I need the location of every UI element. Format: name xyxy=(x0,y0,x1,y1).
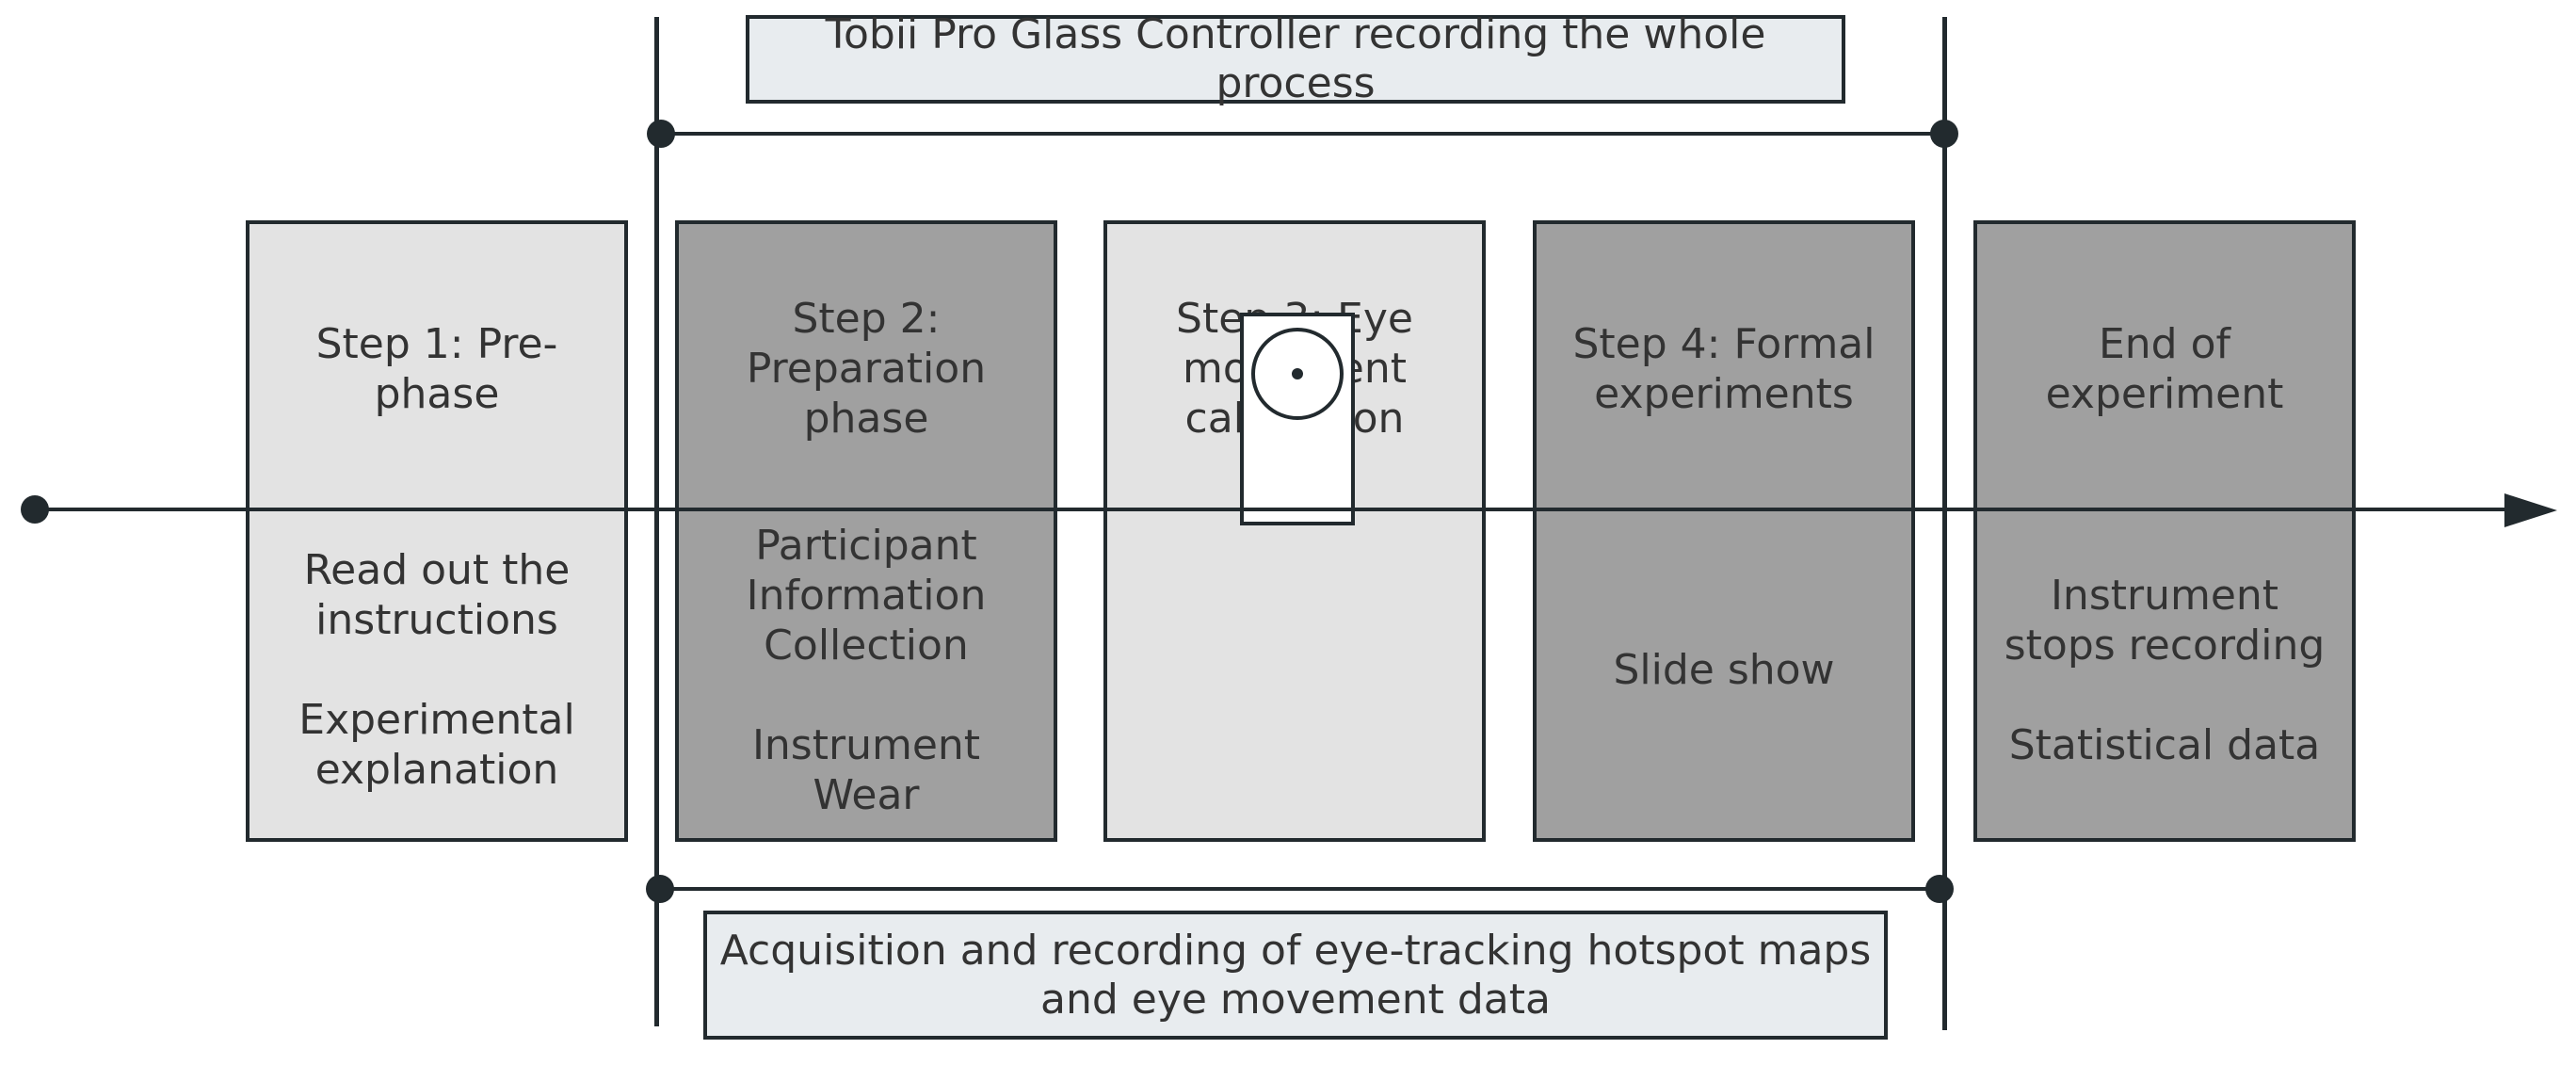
timeline-arrow-head-icon xyxy=(2504,493,2557,527)
step-title: Step 4: Formal experiments xyxy=(1572,319,1876,418)
step-detail: Participant Information Collection Instr… xyxy=(746,521,987,819)
bottom-bracket-start-dot xyxy=(646,875,674,903)
timeline-line xyxy=(34,508,2510,511)
acquisition-banner-label: Acquisition and recording of eye-trackin… xyxy=(719,926,1872,1024)
step-title: Step 2: Preparation phase xyxy=(746,295,987,443)
step-card-5: End of experiment Instrument stops recor… xyxy=(1973,220,2356,842)
recording-end-boundary xyxy=(1942,17,1947,1030)
calibration-lens-icon xyxy=(1251,328,1344,420)
timeline-start-dot xyxy=(21,495,49,524)
bottom-bracket-line xyxy=(661,887,1941,891)
calibration-point-icon xyxy=(1292,368,1303,379)
recording-banner-label: Tobii Pro Glass Controller recording the… xyxy=(825,10,1766,107)
step-card-3: Step 3: Eye movement calibration xyxy=(1103,220,1486,842)
step-detail: Instrument stops recording Statistical d… xyxy=(2004,571,2326,769)
step-detail: Read out the instructions Experimental e… xyxy=(298,546,575,794)
top-bracket-line xyxy=(661,132,1945,136)
eye-tracker-calibration-icon xyxy=(1240,313,1355,525)
step-title: Step 1: Pre- phase xyxy=(315,319,558,418)
top-bracket-end-dot xyxy=(1930,120,1958,148)
step-card-2: Step 2: Preparation phase Participant In… xyxy=(675,220,1057,842)
recording-banner: Tobii Pro Glass Controller recording the… xyxy=(746,10,1845,107)
top-bracket-start-dot xyxy=(647,120,675,148)
acquisition-banner: Acquisition and recording of eye-trackin… xyxy=(703,911,1888,1040)
step-title: End of experiment xyxy=(2045,319,2284,418)
step-detail: Slide show xyxy=(1613,646,1835,694)
bottom-bracket-end-dot xyxy=(1925,875,1954,903)
recording-start-boundary xyxy=(654,17,659,1026)
step-card-4: Step 4: Formal experiments Slide show xyxy=(1533,220,1915,842)
step-card-1: Step 1: Pre- phase Read out the instruct… xyxy=(246,220,628,842)
